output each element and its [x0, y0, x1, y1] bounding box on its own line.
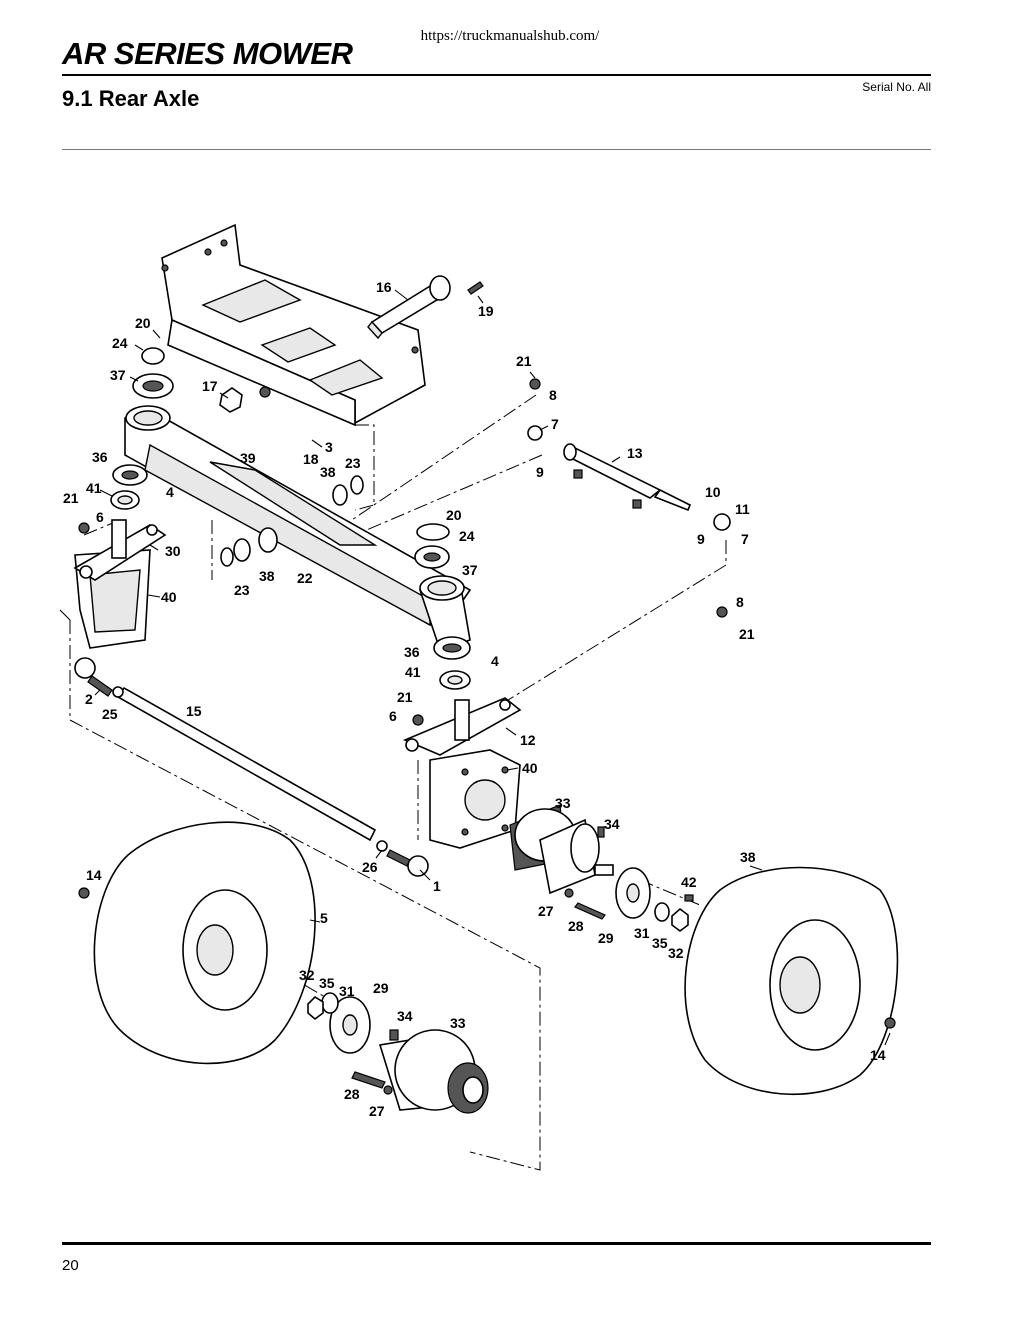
callout-27: 27	[538, 903, 554, 919]
left-spindle	[73, 519, 167, 649]
callout-36: 36	[92, 449, 108, 465]
leader-lines	[59, 289, 891, 1046]
callout-21: 21	[63, 490, 79, 506]
callout-4: 4	[166, 484, 174, 500]
callout-17: 17	[202, 378, 218, 394]
right-spindle	[402, 697, 522, 849]
callout-19: 19	[478, 303, 494, 319]
callout-14: 14	[86, 867, 102, 883]
section-title: 9.1 Rear Axle	[62, 86, 200, 111]
footer-rule	[62, 1242, 931, 1245]
callout-33: 33	[555, 795, 571, 811]
callout-26: 26	[362, 859, 378, 875]
callout-33: 33	[450, 1015, 466, 1031]
callout-28: 28	[568, 918, 584, 934]
callout-21: 21	[397, 689, 413, 705]
callout-29: 29	[373, 980, 389, 996]
callout-12: 12	[520, 732, 536, 748]
callout-23: 23	[234, 582, 250, 598]
callout-37: 37	[462, 562, 478, 578]
right-wheel-motor	[509, 804, 694, 932]
bolt-19	[467, 281, 484, 295]
callout-32: 32	[668, 945, 684, 961]
callout-20: 20	[446, 507, 462, 523]
callout-38: 38	[320, 464, 336, 480]
callout-24: 24	[459, 528, 475, 544]
header-divider	[62, 149, 931, 150]
callout-35: 35	[652, 935, 668, 951]
callout-14: 14	[870, 1047, 886, 1063]
callout-16: 16	[376, 279, 392, 295]
callout-4: 4	[491, 653, 499, 669]
callout-32: 32	[299, 967, 315, 983]
frame-mount	[161, 223, 426, 427]
callout-27: 27	[369, 1103, 385, 1119]
document-title: AR SERIES MOWER	[62, 36, 353, 71]
callout-13: 13	[627, 445, 643, 461]
callout-5: 5	[320, 910, 328, 926]
callout-35: 35	[319, 975, 335, 991]
callout-41: 41	[86, 480, 102, 496]
pivot-pin	[367, 275, 451, 340]
callout-22: 22	[297, 570, 313, 586]
callout-34: 34	[397, 1008, 413, 1024]
callout-10: 10	[705, 484, 721, 500]
callout-41: 41	[405, 664, 421, 680]
callout-18: 18	[303, 451, 319, 467]
callout-15: 15	[186, 703, 202, 719]
callout-40: 40	[522, 760, 538, 776]
callout-6: 6	[389, 708, 397, 724]
callout-6: 6	[96, 509, 104, 525]
left-bearings	[78, 347, 174, 534]
callout-23: 23	[345, 455, 361, 471]
serial-number: Serial No. All	[862, 80, 931, 94]
callout-38: 38	[740, 849, 756, 865]
tie-rod	[74, 657, 429, 877]
callout-9: 9	[697, 531, 705, 547]
callout-31: 31	[339, 983, 355, 999]
callout-25: 25	[102, 706, 118, 722]
callout-42: 42	[681, 874, 697, 890]
callout-labels: 16 19 20 24 37 17 21 8 7 3 18 38 23 36 3…	[63, 279, 886, 1119]
callout-20: 20	[135, 315, 151, 331]
callout-40: 40	[161, 589, 177, 605]
callout-37: 37	[110, 367, 126, 383]
left-tire	[78, 821, 316, 1065]
left-wheel-motor	[307, 992, 489, 1114]
callout-31: 31	[634, 925, 650, 941]
callout-7: 7	[551, 416, 559, 432]
callout-29: 29	[598, 930, 614, 946]
callout-9: 9	[536, 464, 544, 480]
callout-24: 24	[112, 335, 128, 351]
callout-28: 28	[344, 1086, 360, 1102]
callout-39: 39	[240, 450, 256, 466]
right-tire	[684, 866, 899, 1096]
axle-tube	[124, 405, 472, 652]
pivot-nut-17	[219, 387, 243, 413]
callout-21: 21	[516, 353, 532, 369]
callout-8: 8	[549, 387, 557, 403]
callout-30: 30	[165, 543, 181, 559]
header-rule	[62, 74, 931, 76]
steering-cylinder	[527, 378, 731, 618]
callout-38: 38	[259, 568, 275, 584]
callout-21: 21	[739, 626, 755, 642]
source-url: https://truckmanualshub.com/	[420, 28, 600, 44]
callout-11: 11	[735, 501, 750, 517]
callout-7: 7	[741, 531, 749, 547]
center-bearings	[412, 523, 471, 726]
callout-2: 2	[85, 691, 93, 707]
callout-36: 36	[404, 644, 420, 660]
callout-34: 34	[604, 816, 620, 832]
callout-1: 1	[433, 878, 441, 894]
callout-8: 8	[736, 594, 744, 610]
page-number: 20	[62, 1257, 79, 1274]
bushings	[220, 475, 364, 567]
callout-3: 3	[325, 439, 333, 455]
